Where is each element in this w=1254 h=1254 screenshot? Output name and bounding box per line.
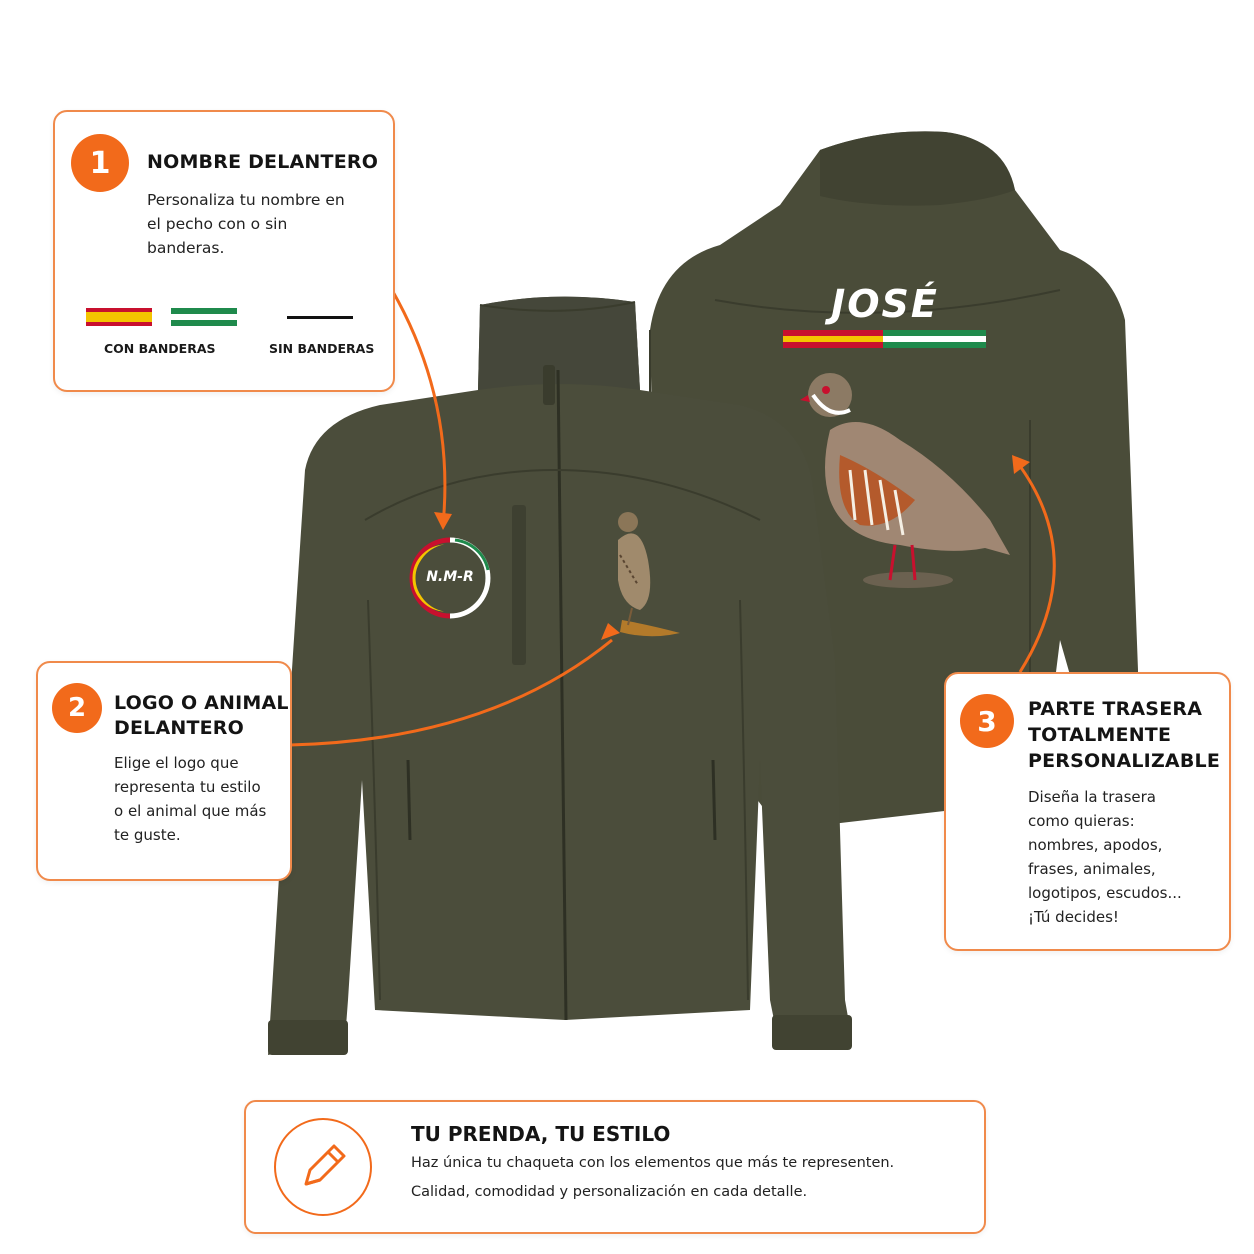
arrow-heads	[434, 455, 1030, 640]
bottom-banner: TU PRENDA, TU ESTILO Haz única tu chaque…	[244, 1100, 986, 1234]
card-front-name: 1 NOMBRE DELANTERO Personaliza tu nombre…	[53, 110, 395, 392]
card1-description: Personaliza tu nombre en el pecho con o …	[147, 191, 345, 257]
card3-title: PARTE TRASERA TOTALMENTE PERSONALIZABLE	[1028, 698, 1221, 772]
thrush-illustration	[618, 512, 680, 637]
without-flags-label: SIN BANDERAS	[269, 341, 375, 356]
banner-title: TU PRENDA, TU ESTILO	[411, 1122, 671, 1146]
partridge-illustration	[800, 373, 1010, 588]
back-name-text: JOSÉ	[831, 282, 939, 326]
nmr-logo	[409, 537, 491, 619]
card2-description: Elige el logo que representa tu estilo o…	[114, 754, 267, 844]
card2-title: LOGO O ANIMAL DELANTERO	[114, 692, 289, 739]
card-front-logo: 2 LOGO O ANIMAL DELANTERO Elige el logo …	[36, 661, 292, 881]
pencil-icon	[274, 1118, 372, 1216]
spain-flag	[86, 308, 152, 326]
banner-line-1: Haz única tu chaqueta con los elementos …	[411, 1155, 895, 1171]
step-3-badge: 3	[960, 694, 1014, 748]
card-back-custom: 3 PARTE TRASERA TOTALMENTE PERSONALIZABL…	[944, 672, 1231, 951]
plain-line	[287, 316, 353, 319]
callout-arrows	[289, 289, 1056, 747]
front-logo-text: N.M-R	[426, 569, 474, 585]
step-2-badge: 2	[52, 683, 102, 733]
card3-description: Diseña la trasera como quieras: nombres,…	[1028, 788, 1182, 926]
card1-title: NOMBRE DELANTERO	[147, 151, 379, 173]
with-flags-label: CON BANDERAS	[104, 341, 216, 356]
step-1-badge: 1	[71, 134, 129, 192]
banner-line-2: Calidad, comodidad y personalización en …	[411, 1184, 808, 1200]
back-flag-stripe	[783, 330, 986, 348]
andalucia-flag	[171, 308, 237, 326]
pencil-icon-svg	[304, 1144, 346, 1186]
